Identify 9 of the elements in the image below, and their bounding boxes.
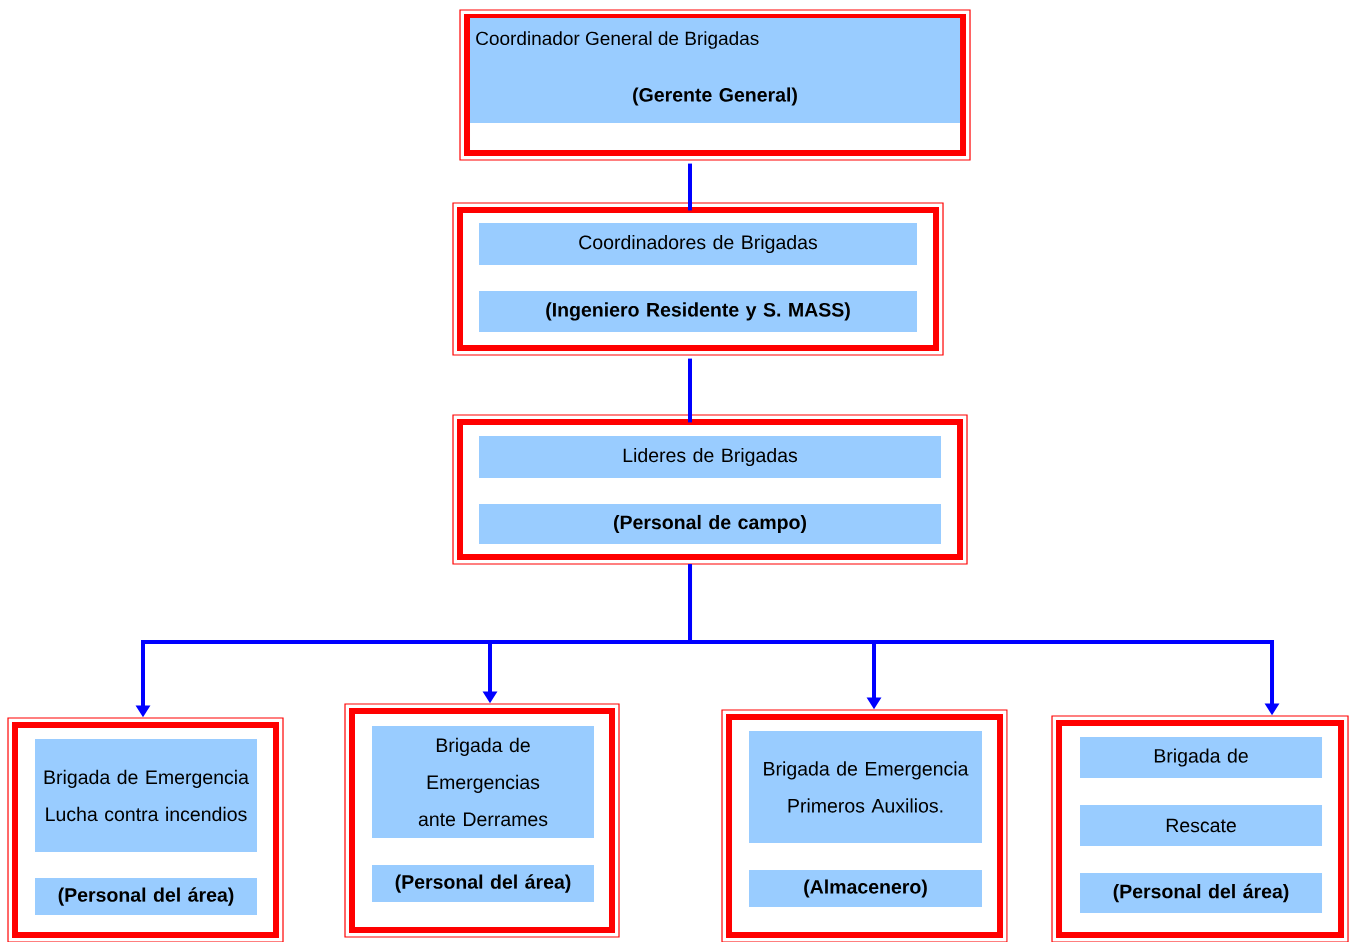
connector bbox=[688, 358, 692, 423]
org-box: Brigada de Rescate (Personal del área) bbox=[1051, 715, 1349, 942]
org-box: Lideres de Brigadas (Personal de campo) bbox=[452, 414, 968, 565]
connector bbox=[688, 163, 692, 211]
org-box: Brigada de Emergencia Primeros Auxilios. (Almacenero) bbox=[721, 709, 1008, 942]
org-box: Coordinador General de Brigadas (Gerente General) bbox=[459, 9, 971, 161]
org-box: Brigada de Emergencias ante Derrames (Personal del área) bbox=[344, 703, 620, 938]
org-box: Brigada de Emergencia Lucha contra incendios (Personal del área) bbox=[7, 717, 284, 942]
org-box: Coordinadores de Brigadas (Ingeniero Residente y S. MASS) bbox=[452, 202, 944, 356]
